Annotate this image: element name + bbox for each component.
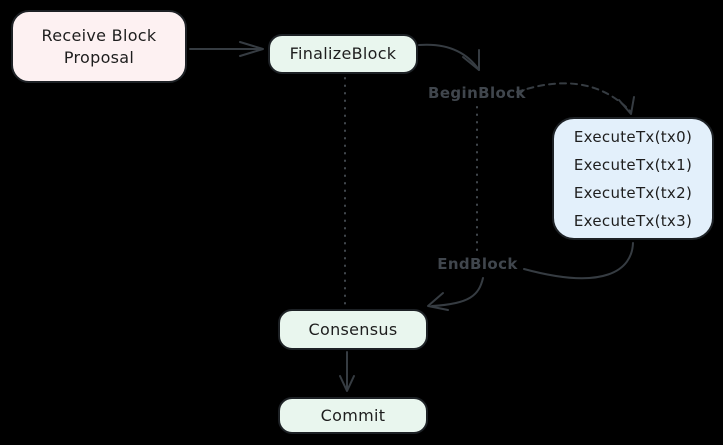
node-execute-tx: ExecuteTx(tx0) ExecuteTx(tx1) ExecuteTx(… — [552, 117, 714, 240]
arrow-beginblock-to-execute — [516, 82, 632, 113]
line-execute-to-endblock — [523, 242, 634, 280]
arrow-endblock-to-consensus — [431, 277, 484, 307]
arrowhead-consensus-to-commit — [339, 375, 355, 392]
arrow-finalize-to-beginblock — [418, 43, 480, 71]
arrowhead-beginblock-to-execute — [618, 96, 635, 115]
node-finalize-block: FinalizeBlock — [268, 34, 418, 74]
execute-tx-line-2: ExecuteTx(tx2) — [573, 183, 693, 202]
edge-label-end-block: EndBlock — [437, 255, 518, 273]
node-consensus: Consensus — [278, 309, 428, 350]
execute-tx-line-0: ExecuteTx(tx0) — [573, 127, 693, 146]
execute-tx-line-3: ExecuteTx(tx3) — [573, 211, 693, 230]
arrowhead-endblock-to-consensus — [427, 292, 449, 311]
edge-label-begin-block: BeginBlock — [428, 84, 526, 102]
arrowhead-finalize-to-beginblock — [462, 49, 480, 71]
node-commit: Commit — [278, 397, 428, 434]
arrowhead-receive-to-finalize — [239, 41, 264, 57]
node-receive-block-proposal: Receive Block Proposal — [11, 10, 187, 83]
execute-tx-line-1: ExecuteTx(tx1) — [573, 155, 693, 174]
